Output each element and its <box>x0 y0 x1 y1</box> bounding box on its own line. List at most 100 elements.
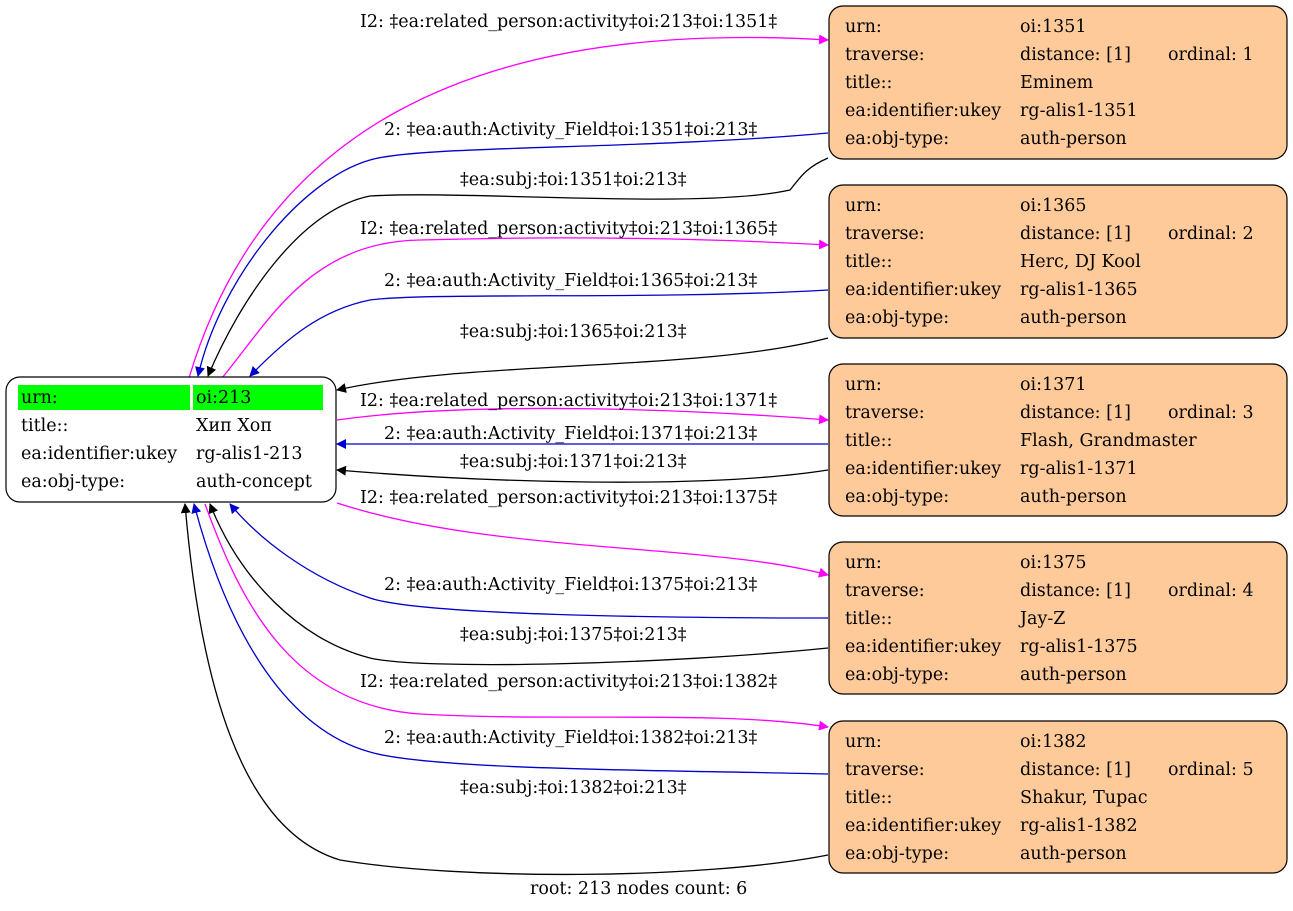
node-urn: oi:1371 <box>1020 375 1087 395</box>
node-ukey: rg-alis1-1365 <box>1020 280 1138 300</box>
node-ukey: rg-alis1-1382 <box>1020 816 1138 836</box>
node-key: urn: <box>845 732 882 752</box>
node-ukey: rg-alis1-1371 <box>1020 459 1138 479</box>
edge-field-1365 <box>249 289 829 377</box>
node-key: title:: <box>845 431 892 451</box>
node-key: title:: <box>845 73 892 93</box>
edge-labels: I2: ‡ea:related_person:activity‡oi:213‡o… <box>360 12 777 798</box>
node-key: traverse: <box>845 581 925 601</box>
node-key: traverse: <box>845 403 925 423</box>
node-key: ea:obj-type: <box>845 487 949 507</box>
edge-label: I2: ‡ea:related_person:activity‡oi:213‡o… <box>360 488 777 508</box>
edge-subj-1365 <box>336 337 829 393</box>
edge-related-1382 <box>204 503 829 731</box>
node-distance: distance: [1] <box>1020 760 1131 780</box>
edge-label: ‡ea:subj:‡oi:1375‡oi:213‡ <box>460 625 687 645</box>
node-key: traverse: <box>845 224 925 244</box>
node-key: title:: <box>845 609 892 629</box>
person-node[interactable]: urn: oi:1351 traverse: distance: [1] ord… <box>828 5 1288 160</box>
person-node[interactable]: urn: oi:1375 traverse: distance: [1] ord… <box>828 541 1288 695</box>
root-value: oi:213 <box>196 388 251 408</box>
root-node[interactable]: urn: oi:213 title:: Хип Хоп ea:identifie… <box>5 376 337 503</box>
node-objtype: auth-person <box>1020 665 1127 685</box>
edge-label: ‡ea:subj:‡oi:1351‡oi:213‡ <box>460 170 687 190</box>
edge-label: 2: ‡ea:auth:Activity_Field‡oi:1375‡oi:21… <box>384 575 758 595</box>
node-key: urn: <box>845 196 882 216</box>
node-title: Herc, DJ Kool <box>1020 252 1141 272</box>
edge-label: ‡ea:subj:‡oi:1382‡oi:213‡ <box>460 778 687 798</box>
node-urn: oi:1365 <box>1020 196 1087 216</box>
node-objtype: auth-person <box>1020 487 1127 507</box>
edge-related-1375 <box>336 502 829 578</box>
person-node[interactable]: urn: oi:1371 traverse: distance: [1] ord… <box>828 363 1288 517</box>
node-key: urn: <box>845 17 882 37</box>
node-title: Shakur, Tupac <box>1020 788 1148 808</box>
node-key: title:: <box>845 252 892 272</box>
edge-related-1351 <box>188 34 829 379</box>
edge-label: ‡ea:subj:‡oi:1371‡oi:213‡ <box>460 452 687 472</box>
node-distance: distance: [1] <box>1020 45 1131 65</box>
node-distance: distance: [1] <box>1020 581 1131 601</box>
node-ukey: rg-alis1-1351 <box>1020 101 1138 121</box>
edge-label: I2: ‡ea:related_person:activity‡oi:213‡o… <box>360 672 777 692</box>
node-key: ea:identifier:ukey <box>845 280 1001 300</box>
edge-label: 2: ‡ea:auth:Activity_Field‡oi:1371‡oi:21… <box>384 424 758 444</box>
edge-label: 2: ‡ea:auth:Activity_Field‡oi:1351‡oi:21… <box>384 120 758 140</box>
edge-field-1351 <box>195 132 829 377</box>
node-key: urn: <box>845 553 882 573</box>
node-key: traverse: <box>845 760 925 780</box>
node-key: ea:obj-type: <box>845 129 949 149</box>
node-ordinal: ordinal: 3 <box>1168 403 1254 423</box>
node-urn: oi:1375 <box>1020 553 1087 573</box>
person-node[interactable]: urn: oi:1365 traverse: distance: [1] ord… <box>828 184 1288 339</box>
node-objtype: auth-person <box>1020 129 1127 149</box>
node-objtype: auth-person <box>1020 844 1127 864</box>
node-objtype: auth-person <box>1020 308 1127 328</box>
root-urn-highlight <box>18 385 190 410</box>
edge-label: 2: ‡ea:auth:Activity_Field‡oi:1382‡oi:21… <box>384 728 758 748</box>
node-key: ea:identifier:ukey <box>845 459 1001 479</box>
person-node[interactable]: urn: oi:1382 traverse: distance: [1] ord… <box>828 720 1288 874</box>
node-ordinal: ordinal: 2 <box>1168 224 1254 244</box>
node-ordinal: ordinal: 4 <box>1168 581 1254 601</box>
root-key: urn: <box>21 388 58 408</box>
node-key: ea:obj-type: <box>845 844 949 864</box>
edge-field-1382 <box>191 503 829 775</box>
node-distance: distance: [1] <box>1020 403 1131 423</box>
root-key: ea:identifier:ukey <box>21 444 177 464</box>
node-key: ea:identifier:ukey <box>845 101 1001 121</box>
node-key: ea:identifier:ukey <box>845 816 1001 836</box>
edge-label: I2: ‡ea:related_person:activity‡oi:213‡o… <box>360 12 777 32</box>
edge-label: ‡ea:subj:‡oi:1365‡oi:213‡ <box>460 322 687 342</box>
node-key: title:: <box>845 788 892 808</box>
root-value: auth-concept <box>196 472 312 492</box>
edge-subj-1351 <box>206 157 829 377</box>
root-key: ea:obj-type: <box>21 472 125 492</box>
edge-label: I2: ‡ea:related_person:activity‡oi:213‡o… <box>360 391 777 411</box>
node-key: traverse: <box>845 45 925 65</box>
node-urn: oi:1351 <box>1020 17 1087 37</box>
node-distance: distance: [1] <box>1020 224 1131 244</box>
edge-label: I2: ‡ea:related_person:activity‡oi:213‡o… <box>360 219 777 239</box>
root-value: Хип Хоп <box>196 416 272 436</box>
edge-related-1371 <box>336 407 829 425</box>
node-title: Eminem <box>1020 73 1094 93</box>
node-key: urn: <box>845 375 882 395</box>
edge-subj-1382 <box>180 503 829 876</box>
node-title: Flash, Grandmaster <box>1020 431 1197 451</box>
edge-label: 2: ‡ea:auth:Activity_Field‡oi:1365‡oi:21… <box>384 271 758 291</box>
root-urn-highlight <box>193 385 323 410</box>
node-ordinal: ordinal: 5 <box>1168 760 1254 780</box>
edge-subj-1375 <box>208 503 829 666</box>
edge-related-1365 <box>221 237 829 379</box>
node-key: ea:identifier:ukey <box>845 637 1001 657</box>
node-ukey: rg-alis1-1375 <box>1020 637 1138 657</box>
graph-footer: root: 213 nodes count: 6 <box>530 879 747 899</box>
node-key: ea:obj-type: <box>845 665 949 685</box>
node-key: ea:obj-type: <box>845 308 949 328</box>
edge-field-1375 <box>229 503 829 619</box>
root-value: rg-alis1-213 <box>196 444 303 464</box>
node-urn: oi:1382 <box>1020 732 1087 752</box>
node-ordinal: ordinal: 1 <box>1168 45 1254 65</box>
